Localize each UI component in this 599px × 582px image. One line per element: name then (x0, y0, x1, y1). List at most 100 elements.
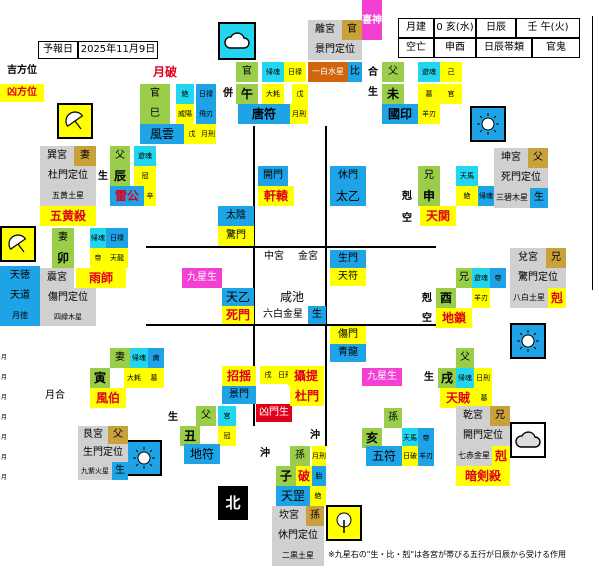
inauspicious-direction: 凶方位 (0, 84, 44, 102)
ne-void: 空 (402, 213, 412, 224)
sw-gate-2: 景門 (222, 386, 256, 404)
se-kill: 暗剣殺 (456, 466, 510, 486)
center-mid-left-gate: 驚門 (218, 226, 254, 246)
s-tag: 絶 (310, 486, 326, 506)
sw-star-relation: 生 (112, 462, 128, 480)
grid-line-vertical-left (253, 126, 255, 426)
top-left-tag: 月刑 (290, 104, 308, 124)
se-star: 七赤金星 (456, 446, 492, 466)
top-right-relation: 父 (382, 62, 404, 82)
nw-relation: 父 (110, 146, 130, 166)
ne-star: 三碧木星 (494, 188, 530, 208)
top-left-relation: 官 (236, 62, 258, 82)
ne-tag: 天馬 (456, 166, 478, 186)
center-label-2: 金宮 (298, 251, 318, 262)
nw-tag: 天龍 (106, 248, 128, 268)
ne-tag: 帰魂 (478, 186, 494, 206)
e-gua: 兌宮 (510, 248, 546, 268)
sw-star: 九紫火星 (78, 462, 112, 480)
se-tag: 羊刃 (418, 446, 434, 466)
s-relation: 孫 (290, 446, 310, 466)
ne-branch: 申 (418, 186, 440, 206)
grid-line-vertical-right (325, 126, 327, 446)
sw-tag: 墓 (144, 368, 164, 388)
se-tag: 日破 (402, 446, 418, 466)
nw-generate: 生 (98, 171, 108, 182)
day-element: 午(火) (540, 22, 569, 33)
day-rule-value: 官鬼 (532, 38, 580, 58)
sw-tag: 帰魂 (130, 348, 148, 368)
sw-gate-1: 招揺 (222, 366, 256, 386)
center-mid-right-gate: 生門 (330, 250, 366, 268)
top-gua-relation: 官 (342, 20, 362, 40)
day-stem: 壬 (527, 22, 538, 33)
nw-gua: 巽宮 (40, 146, 74, 166)
nw-gate-position: 杜門定位 (40, 166, 96, 186)
top-right-tag: 官 (440, 84, 462, 104)
umbrella-icon (57, 103, 93, 139)
sun-icon (126, 440, 162, 476)
ne-gua: 坤宮 (494, 148, 528, 168)
s-god: 天罡 (276, 486, 310, 506)
sw-gua-relation: 父 (108, 426, 128, 444)
sw-tag: 宮 (218, 406, 236, 426)
top-left-symbol: 唐符 (238, 104, 290, 124)
tree-icon (326, 505, 362, 541)
center-star-relation: 生 (308, 306, 326, 324)
top-right-combine: 合 (368, 67, 378, 78)
left-marker: 月 (0, 374, 7, 381)
left-marker: 月 (0, 434, 7, 441)
se-nine-star: 九星生 (362, 368, 402, 386)
center-top-left-gate: 開門 (258, 166, 288, 186)
s-tag: 破 (296, 466, 312, 486)
center-nine-star: 九星生 (182, 268, 222, 288)
se-tag: 天馬 (402, 428, 418, 448)
sw-gua: 艮宮 (78, 426, 108, 444)
e-gua-relation: 兄 (546, 248, 566, 268)
se-tag: 帝 (418, 428, 434, 448)
right-edge-line (592, 16, 593, 290)
sw-relation: 妻 (110, 348, 130, 368)
se-relation-lower: 孫 (384, 408, 402, 428)
e-star-relation: 剋 (548, 288, 566, 308)
nw-left-label: 天徳 (0, 266, 40, 286)
s-clash-2: 沖 (260, 448, 270, 459)
sw-gate-position: 生門定位 (78, 444, 128, 462)
se-tag: 墓 (476, 388, 492, 408)
top-right-tag: 羊刃 (418, 104, 440, 124)
top-left-tag: 帰魂 (262, 62, 284, 82)
ne-gate-position: 死門定位 (494, 168, 548, 188)
upper-left-sub: 巳 (140, 104, 170, 124)
se-branch-lower: 亥 (362, 428, 382, 448)
sun-icon (470, 106, 506, 142)
e-tag: 帝 (490, 268, 506, 288)
center-low-left-gate: 死門 (222, 306, 254, 324)
top-star-relation: 比 (348, 62, 362, 82)
s-tag: 胎 (312, 466, 326, 486)
top-god: 喜神 (362, 0, 382, 40)
void-value: 申酉 (434, 38, 476, 58)
center-low-right-gate: 傷門 (330, 326, 366, 344)
se-relation: 父 (456, 348, 474, 368)
nw-left-star: 四緑木星 (40, 308, 96, 326)
top-right-tag: 墓 (418, 84, 440, 104)
e-relation: 兄 (456, 268, 472, 288)
se-gate-position: 開門定位 (456, 426, 510, 446)
e-god: 地鎖 (436, 308, 472, 328)
day-value: 壬 午(火) (516, 18, 580, 38)
top-star: 一白水星 (308, 62, 348, 82)
umbrella-icon (0, 226, 36, 262)
nw-tag: 日禄 (106, 228, 128, 248)
center-top-left-god: 軒轅 (258, 186, 294, 206)
month-harmony: 月合 (45, 390, 65, 401)
cloud-icon (510, 422, 546, 458)
s-gua-relation: 孫 (306, 506, 324, 526)
sw-branch: 寅 (90, 368, 110, 388)
grid-line-horizontal-top (146, 246, 436, 248)
se-god: 天賊 (440, 388, 476, 408)
s-clash: 沖 (310, 430, 320, 441)
cloud-icon (218, 22, 256, 60)
month-branch-text: 亥(水) (445, 22, 474, 33)
nw-tag: 帰魂 (90, 228, 106, 248)
